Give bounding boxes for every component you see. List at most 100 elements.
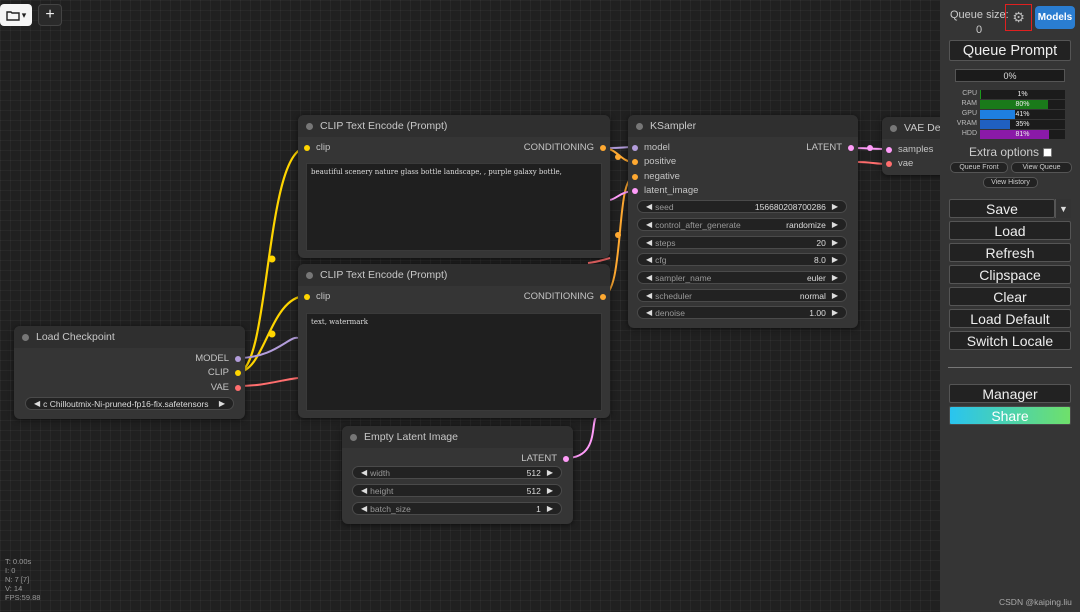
output-slot-conditioning[interactable]: CONDITIONING [524,291,608,303]
input-slot-negative[interactable]: negative [630,171,680,183]
increment-arrow[interactable]: ▶ [831,273,838,282]
output-slot-latent[interactable]: LATENT [521,453,571,465]
clip-text-encode-positive-node[interactable]: CLIP Text Encode (Prompt) clip CONDITION… [298,115,610,258]
input-slot-vae[interactable]: vae [884,158,913,170]
extra-options-checkbox[interactable] [1043,147,1053,157]
input-slot-samples[interactable]: samples [884,144,933,156]
node-title[interactable]: VAE Dec [882,117,940,139]
node-title-text: VAE Dec [904,122,940,134]
ksampler-node[interactable]: KSampler model positive negative latent_… [628,115,858,328]
input-slot-clip[interactable]: clip [302,142,330,154]
input-slot-latent-image[interactable]: latent_image [630,185,698,197]
save-button[interactable]: Save [949,199,1055,218]
view-queue-button[interactable]: View Queue [1011,162,1072,173]
increment-arrow[interactable]: ▶ [218,399,225,408]
load-checkpoint-node[interactable]: Load Checkpoint MODEL CLIP VAE ◀c Chillo… [14,326,245,419]
folder-icon [6,10,20,21]
switch-locale-button[interactable]: Switch Locale [949,331,1071,350]
extra-options-toggle[interactable]: Extra options [969,145,1053,159]
node-collapse-dot[interactable] [22,334,29,341]
output-slot-model[interactable]: MODEL [195,353,243,365]
output-slot-vae[interactable]: VAE [211,382,243,394]
increment-arrow[interactable]: ▶ [831,291,838,300]
increment-arrow[interactable]: ▶ [546,486,553,495]
node-title[interactable]: CLIP Text Encode (Prompt) [298,115,610,137]
resource-fill [980,100,1048,109]
add-workflow-button[interactable]: + [38,4,62,26]
increment-arrow[interactable]: ▶ [831,255,838,264]
link-model [237,336,299,359]
increment-arrow[interactable]: ▶ [831,202,838,211]
input-slot-model[interactable]: model [630,142,670,154]
decrement-arrow[interactable]: ◀ [646,202,653,211]
save-dropdown-button[interactable]: ▼ [1055,199,1071,218]
increment-arrow[interactable]: ▶ [546,504,553,513]
decrement-arrow[interactable]: ◀ [646,273,653,282]
output-slot-latent[interactable]: LATENT [806,142,856,154]
node-title[interactable]: Load Checkpoint [14,326,245,348]
decrement-arrow[interactable]: ◀ [646,220,653,229]
resource-fill [980,110,1015,119]
load-default-button[interactable]: Load Default [949,309,1071,328]
share-button[interactable]: Share [949,406,1071,425]
manager-button[interactable]: Manager [949,384,1071,403]
increment-arrow[interactable]: ▶ [831,308,838,317]
load-button[interactable]: Load [949,221,1071,240]
node-collapse-dot[interactable] [890,125,897,132]
decrement-arrow[interactable]: ◀ [361,468,368,477]
queue-front-button[interactable]: Queue Front [950,162,1008,173]
vae-decode-node[interactable]: VAE Dec samples vae [882,117,940,175]
panel-divider [948,367,1072,368]
workflow-folder-button[interactable]: ▾ [0,4,32,26]
decrement-arrow[interactable]: ◀ [361,504,368,513]
decrement-arrow[interactable]: ◀ [646,238,653,247]
refresh-button[interactable]: Refresh [949,243,1071,262]
prompt-textarea[interactable]: text, watermark [306,313,602,411]
input-slot-positive[interactable]: positive [630,156,676,168]
node-collapse-dot[interactable] [306,272,313,279]
queue-prompt-button[interactable]: Queue Prompt [949,40,1071,61]
node-title[interactable]: Empty Latent Image [342,426,573,448]
clipspace-button[interactable]: Clipspace [949,265,1071,284]
graph-canvas[interactable]: ▾ + CLIP Text Encode (Prompt) clip CONDI… [0,0,940,612]
node-collapse-dot[interactable] [350,434,357,441]
node-collapse-dot[interactable] [306,123,313,130]
node-title-text: Load Checkpoint [36,331,115,343]
node-title[interactable]: CLIP Text Encode (Prompt) [298,264,610,286]
clip-text-encode-negative-node[interactable]: CLIP Text Encode (Prompt) clip CONDITION… [298,264,610,418]
node-title[interactable]: KSampler [628,115,858,137]
widget-ckpt-name[interactable]: ◀c Chilloutmix-Ni-pruned-fp16-fix.safete… [25,397,234,410]
increment-arrow[interactable]: ▶ [831,220,838,229]
view-history-button[interactable]: View History [983,177,1038,188]
output-slot-clip[interactable]: CLIP [208,367,243,379]
link-vae [237,377,299,387]
output-slot-conditioning[interactable]: CONDITIONING [524,142,608,154]
decrement-arrow[interactable]: ◀ [646,255,653,264]
prompt-textarea[interactable]: beautiful scenery nature glass bottle la… [306,163,602,251]
decrement-arrow[interactable]: ◀ [646,291,653,300]
settings-button[interactable]: ⚙ [1005,4,1032,31]
queue-size-label: Queue size: [950,9,1009,21]
decrement-arrow[interactable]: ◀ [646,308,653,317]
node-collapse-dot[interactable] [636,123,643,130]
decrement-arrow[interactable]: ◀ [34,399,41,408]
clear-button[interactable]: Clear [949,287,1071,306]
input-slot-clip[interactable]: clip [302,291,330,303]
gear-icon: ⚙ [1012,9,1025,25]
increment-arrow[interactable]: ▶ [546,468,553,477]
decrement-arrow[interactable]: ◀ [361,486,368,495]
models-button[interactable]: Models [1035,6,1075,29]
increment-arrow[interactable]: ▶ [831,238,838,247]
